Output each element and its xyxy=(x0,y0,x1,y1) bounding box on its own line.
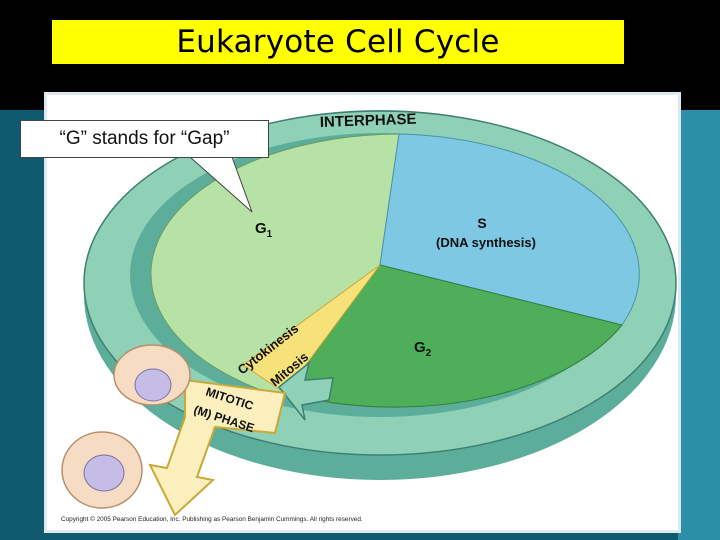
s-label: S xyxy=(477,215,486,231)
interphase-label: INTERPHASE xyxy=(320,111,417,131)
s-sublabel: (DNA synthesis) xyxy=(436,235,536,250)
cell-cycle-diagram: INTERPHASE G1 S (DNA synthesis) G2 Cytok… xyxy=(44,92,681,533)
daughter-cell-lower-nucleus xyxy=(83,454,125,492)
g1-label: G1 xyxy=(255,220,273,240)
ring-arrow-head xyxy=(277,361,334,421)
diagram-canvas: INTERPHASE G1 S (DNA synthesis) G2 Cytok… xyxy=(61,110,677,523)
callout-text: “G” stands for “Gap” xyxy=(59,128,230,149)
g1-phase-slice xyxy=(150,133,400,401)
g2-label: G2 xyxy=(414,339,432,359)
copyright-text: Copyright © 2005 Pearson Education, Inc.… xyxy=(61,515,363,523)
title-banner: Eukaryote Cell Cycle xyxy=(52,20,624,64)
mitotic-phase-arrow xyxy=(148,378,287,517)
page-title: Eukaryote Cell Cycle xyxy=(176,24,500,60)
daughter-cell-upper-nucleus xyxy=(134,368,172,402)
s-phase-slice xyxy=(379,133,640,326)
g2-phase-slice xyxy=(284,264,623,408)
gap-callout: “G” stands for “Gap” xyxy=(20,120,269,158)
mitosis-slice xyxy=(242,264,381,394)
side-accent-bar xyxy=(678,110,720,540)
